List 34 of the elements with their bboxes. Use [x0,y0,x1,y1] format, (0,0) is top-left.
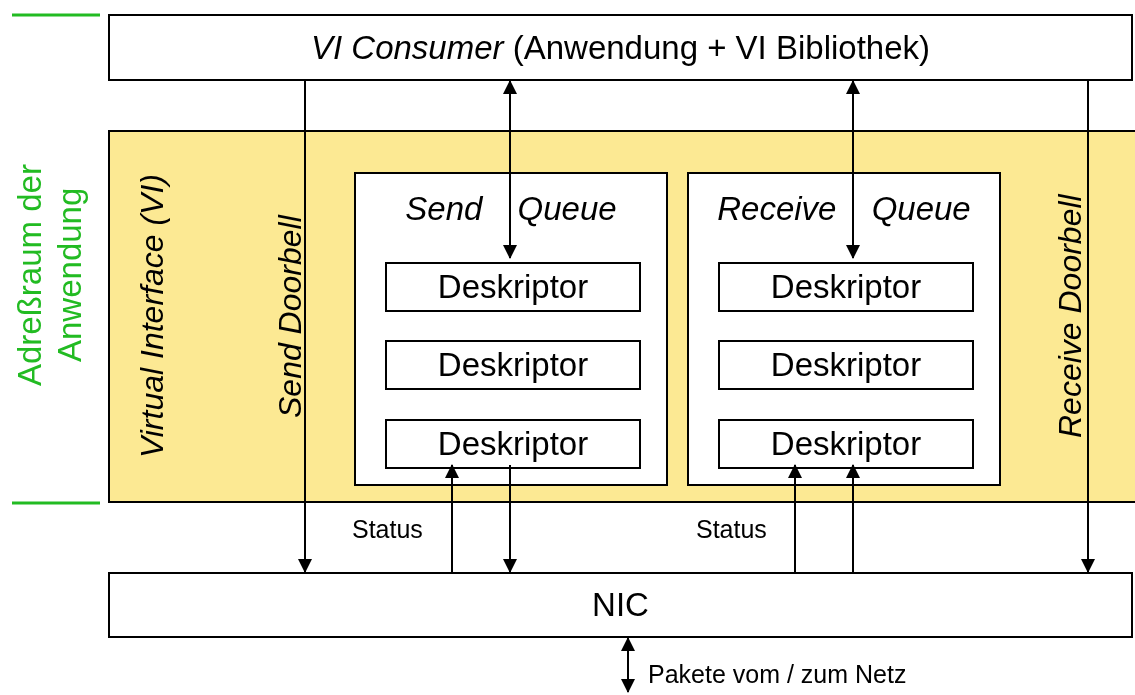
arrow [846,464,860,573]
layer-box [108,14,1133,81]
vertical-label: Receive Doorbell [1051,193,1089,441]
layer-box [108,572,1133,638]
box-label: Deskriptor [437,346,589,384]
box-label: Deskriptor [437,268,589,306]
descriptor-box [385,262,641,312]
box-label: Deskriptor [770,425,922,463]
arrow [1081,80,1095,573]
box-label: Deskriptor [770,268,922,306]
descriptor-box [718,419,974,469]
box-label: Deskriptor [437,425,589,463]
arrow [445,464,459,573]
arrow [503,464,517,573]
arrow [788,464,802,573]
arrow [298,80,312,573]
descriptor-box [718,262,974,312]
descriptor-box [385,340,641,390]
arrow [621,637,635,693]
descriptor-box [718,340,974,390]
box-label: VI Consumer (Anwendung + VI Bibliothek) [310,28,931,67]
interface-band [108,130,1135,503]
arrow [846,80,860,259]
side-label: Adreßraum der Anwendung [10,163,89,388]
box-label: Deskriptor [770,346,922,384]
box-label: NIC [592,586,649,624]
arrow [503,80,517,259]
vertical-label: Send Doorbell [271,213,309,420]
queue-box [687,172,1001,486]
queue-title: Receive Queue [716,190,972,228]
queue-box [354,172,668,486]
queue-title: Send Queue [404,190,618,228]
vertical-title: Virtual Interface (VI) [133,173,171,461]
descriptor-box [385,419,641,469]
